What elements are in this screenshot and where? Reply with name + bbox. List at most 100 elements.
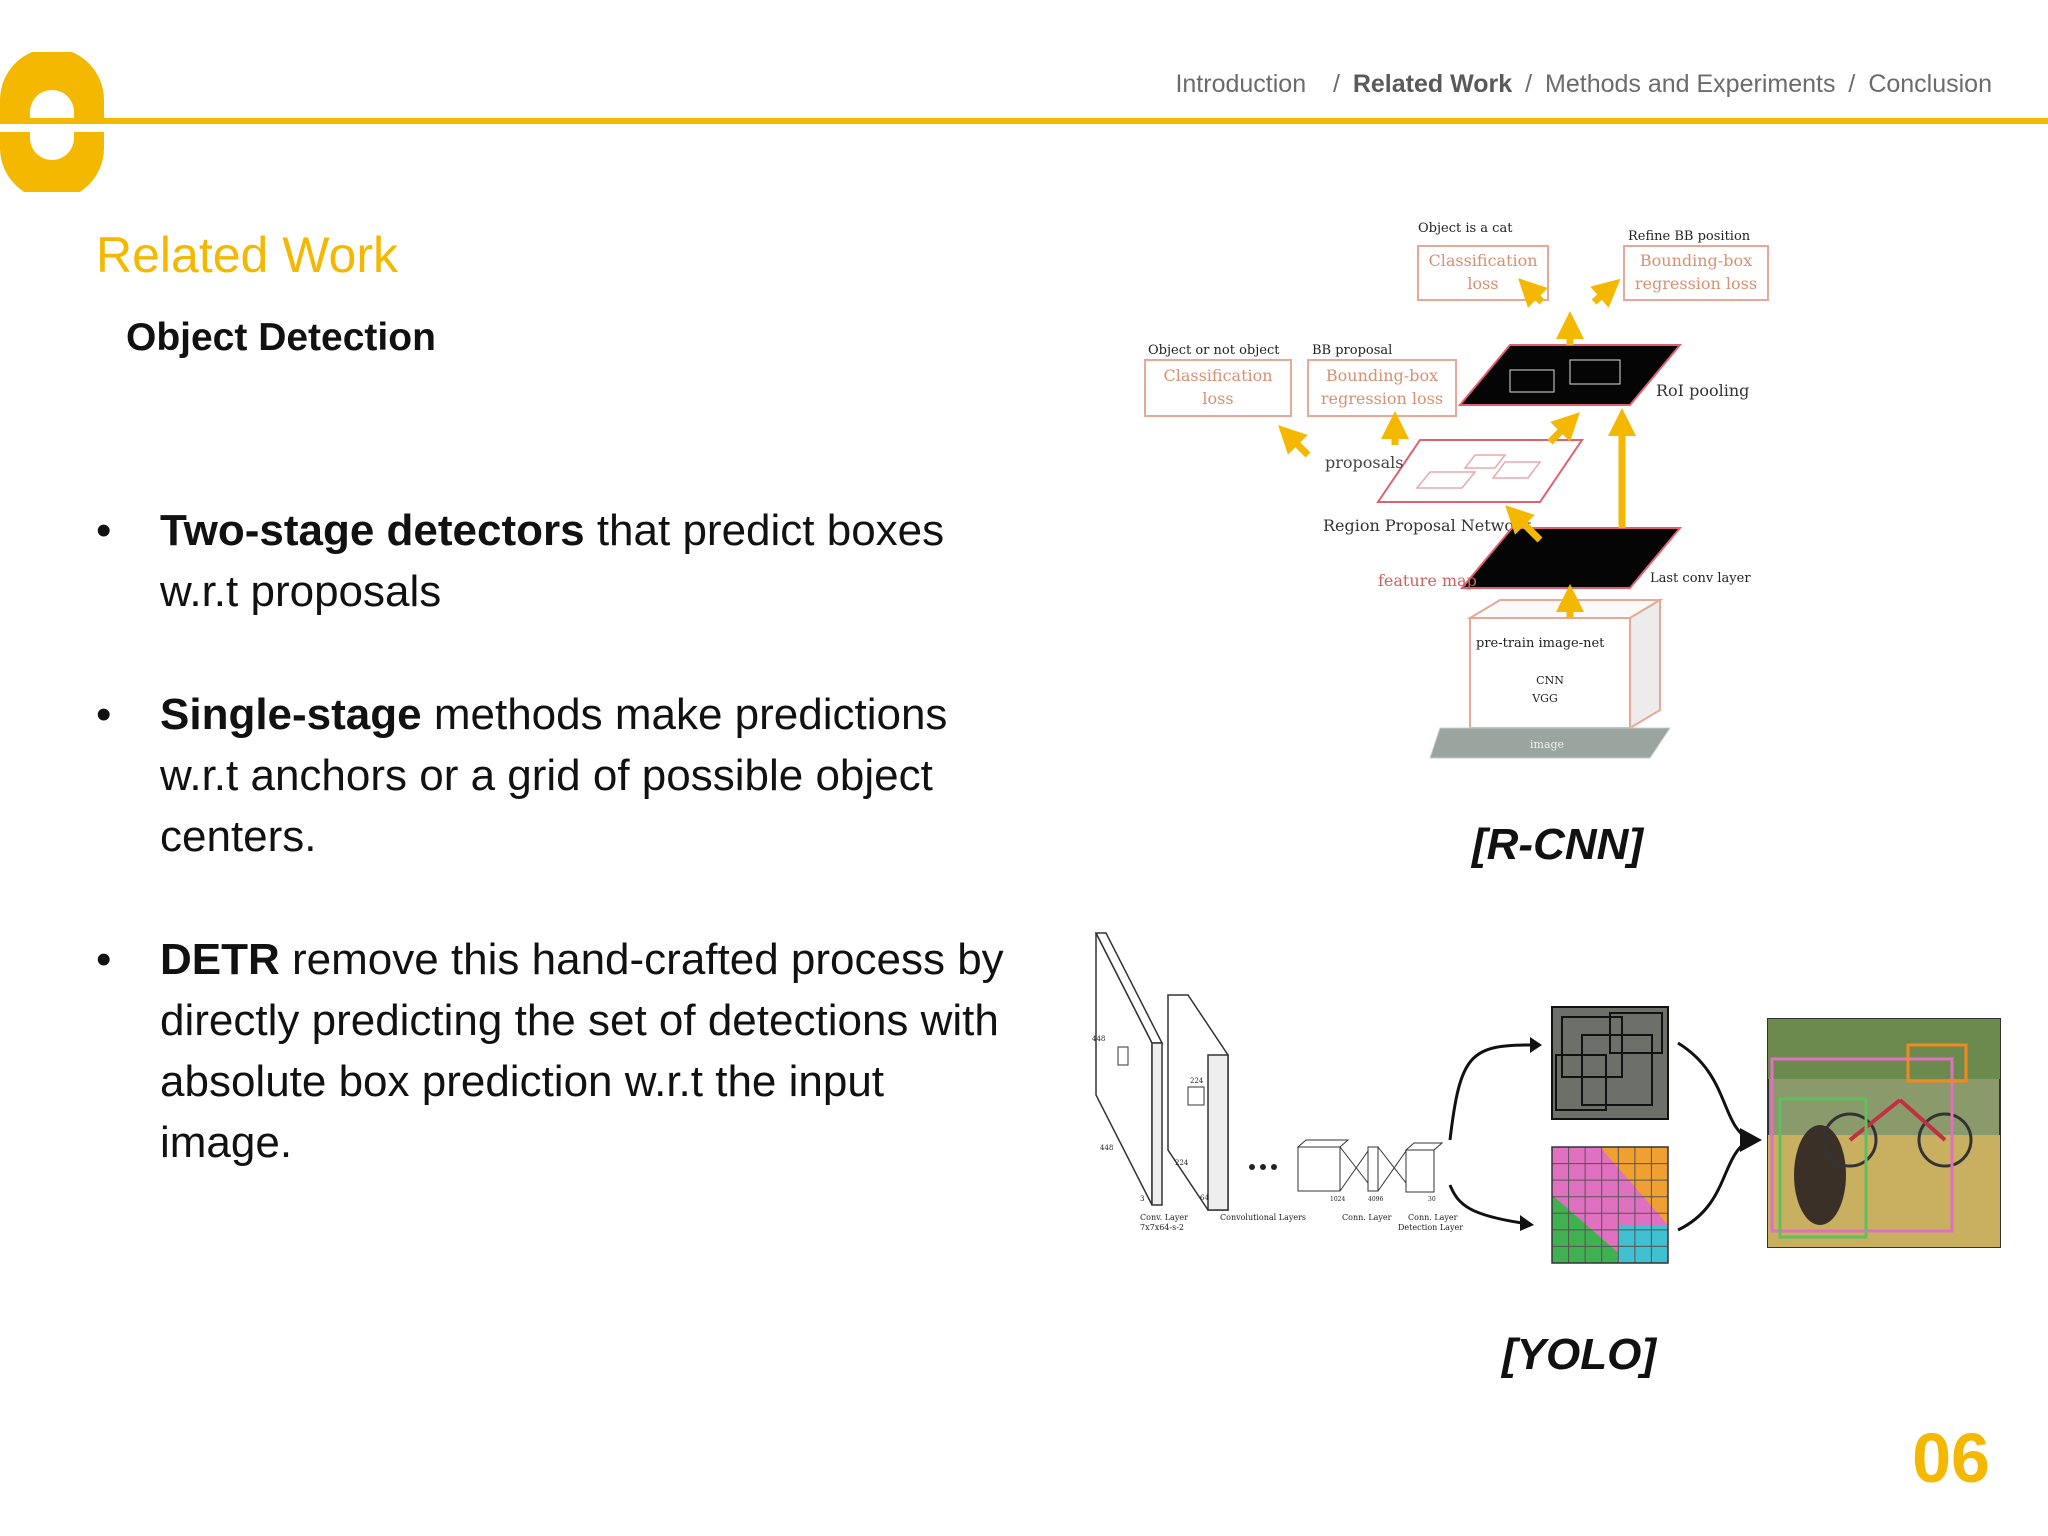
arrow-icon	[1590, 278, 1621, 308]
class-probability-grid	[1551, 1146, 1669, 1264]
dim-64: 64	[1200, 1194, 1209, 1202]
arrow-icon	[1677, 1138, 1751, 1232]
nav-item-related-work[interactable]: Related Work	[1352, 70, 1513, 98]
label-pretrain: pre-train image-net	[1476, 636, 1605, 651]
input-slab-edge	[1151, 1042, 1163, 1206]
bullet-text: that predict boxes w.r.t proposals	[160, 506, 945, 616]
pred-box	[1581, 1034, 1653, 1106]
det-box-bicycle	[1770, 1057, 1954, 1233]
rcnn-caption: [R-CNN]	[1472, 820, 1644, 869]
det-block-top	[1404, 1142, 1444, 1151]
det-box-car	[1906, 1043, 1968, 1083]
dim-224: 224	[1175, 1159, 1189, 1167]
bbox-loss-l1: Bounding-box	[1326, 366, 1438, 385]
label-proposals: proposals	[1325, 453, 1403, 472]
proposal-box	[1491, 461, 1542, 479]
nav-separator: /	[1848, 70, 1856, 98]
input-kernel	[1117, 1046, 1129, 1066]
bullet-item: • Two-stage detectors that predict boxes …	[96, 500, 1016, 622]
arrow-icon	[1278, 425, 1311, 458]
proposal-box	[1463, 454, 1507, 469]
arrow-head-icon	[1740, 1128, 1762, 1152]
conv-block-top	[1296, 1139, 1350, 1148]
ellipsis-dot	[1260, 1164, 1266, 1170]
cls-loss-l1: Classification	[1163, 366, 1272, 385]
cls-loss-top-l2: loss	[1467, 274, 1498, 293]
header-rule	[0, 118, 2048, 124]
label-conn-layer: Conn. Layer	[1342, 1213, 1392, 1222]
dim-4096: 4096	[1368, 1196, 1383, 1203]
nav-separator: /	[1525, 70, 1533, 98]
cls-loss-l2: loss	[1202, 389, 1233, 408]
arrow-icon	[1448, 1184, 1523, 1225]
nav-item-introduction[interactable]: Introduction	[1175, 70, 1307, 98]
label-detection-layer: Detection Layer	[1398, 1223, 1463, 1232]
bullet-bold: Two-stage detectors	[160, 506, 585, 555]
bullet-item: •Single-stage methods make predictions w…	[96, 684, 1016, 867]
conv-kernel	[1187, 1086, 1205, 1106]
bbox-loss-l2: regression loss	[1321, 389, 1443, 408]
label-vgg: VGG	[1531, 692, 1558, 705]
bullet-icon: •	[96, 506, 112, 555]
conv-slab-edge	[1207, 1054, 1229, 1211]
dim-448: 448	[1100, 1144, 1113, 1152]
arrow-icon	[1505, 505, 1543, 543]
bullet-item: •DETR remove this hand-crafted process b…	[96, 929, 1016, 1173]
connector-line	[1339, 1146, 1369, 1184]
label-last-conv: Last conv layer	[1650, 571, 1751, 586]
label-cnn: CNN	[1536, 674, 1564, 687]
fc-block	[1367, 1146, 1379, 1192]
photo-bike-wheel	[1822, 1112, 1878, 1168]
connector-line	[1377, 1150, 1407, 1192]
ellipsis-dot	[1249, 1164, 1255, 1170]
connector-line	[1339, 1150, 1369, 1192]
arrow-head-icon	[1520, 1215, 1534, 1231]
label-bb-proposal: BB proposal	[1312, 343, 1392, 358]
logo-icon	[0, 52, 104, 192]
bbox-loss-box-top	[1623, 245, 1769, 301]
det-box-dog	[1778, 1097, 1868, 1239]
connector-line	[1377, 1146, 1407, 1184]
pred-box	[1609, 1012, 1663, 1054]
nav-item-conclusion[interactable]: Conclusion	[1868, 70, 1992, 98]
label-feature-map: feature map	[1378, 571, 1477, 590]
bullet-text: remove this hand-crafted process by dire…	[160, 935, 1004, 1167]
det-block	[1405, 1149, 1435, 1193]
label-object-or-not: Object or not object	[1148, 343, 1280, 358]
label-conn-layer-2: Conn. Layer	[1408, 1213, 1458, 1222]
photo-trees	[1768, 1019, 2000, 1079]
bullet-list: • Two-stage detectors that predict boxes …	[96, 500, 1016, 1235]
rcnn-diagram: Object is a cat Refine BB position Class…	[1130, 210, 1790, 770]
nav-separator: /	[1319, 70, 1340, 98]
proposals-plane	[1376, 439, 1584, 503]
slide-title: Related Work	[96, 227, 398, 283]
arrow-icon	[1448, 1043, 1531, 1141]
bbox-loss-box	[1307, 359, 1457, 417]
feature-map-plane	[1459, 527, 1683, 589]
label-image: image	[1530, 738, 1564, 751]
photo-bike-frame	[1848, 1098, 1902, 1142]
dim-1024: 1024	[1330, 1196, 1345, 1203]
cls-loss-top-l1: Classification	[1428, 251, 1537, 270]
proposal-box	[1415, 471, 1477, 489]
photo-bike-wheel	[1917, 1112, 1973, 1168]
nav-item-methods[interactable]: Methods and Experiments	[1545, 70, 1836, 98]
label-conv-layer-params: 7x7x64-s-2	[1140, 1223, 1184, 1232]
bbox-loss-top-l1: Bounding-box	[1640, 251, 1752, 270]
input-image-plane	[1429, 727, 1671, 759]
pred-box	[1561, 1016, 1623, 1078]
label-conv-layer: Conv. Layer	[1140, 1213, 1188, 1222]
label-conv-layers: Convolutional Layers	[1220, 1213, 1306, 1222]
dim-30: 30	[1428, 1196, 1436, 1203]
arrow-icon	[1677, 1041, 1751, 1142]
conv-block	[1297, 1146, 1341, 1192]
cls-loss-box	[1144, 359, 1292, 417]
arrow-icon	[1547, 412, 1580, 445]
yolo-diagram: 448 448 3 224 224 64 1024 4096 30 Conv. …	[1090, 925, 2010, 1265]
ellipsis-dot	[1271, 1164, 1277, 1170]
bullet-text: methods make predictions w.r.t anchors o…	[160, 690, 948, 861]
dim-224: 224	[1190, 1077, 1204, 1085]
photo-bike-frame	[1898, 1098, 1947, 1142]
label-rpn: Region Proposal Network	[1323, 516, 1532, 535]
label-refine-bb: Refine BB position	[1628, 229, 1751, 244]
